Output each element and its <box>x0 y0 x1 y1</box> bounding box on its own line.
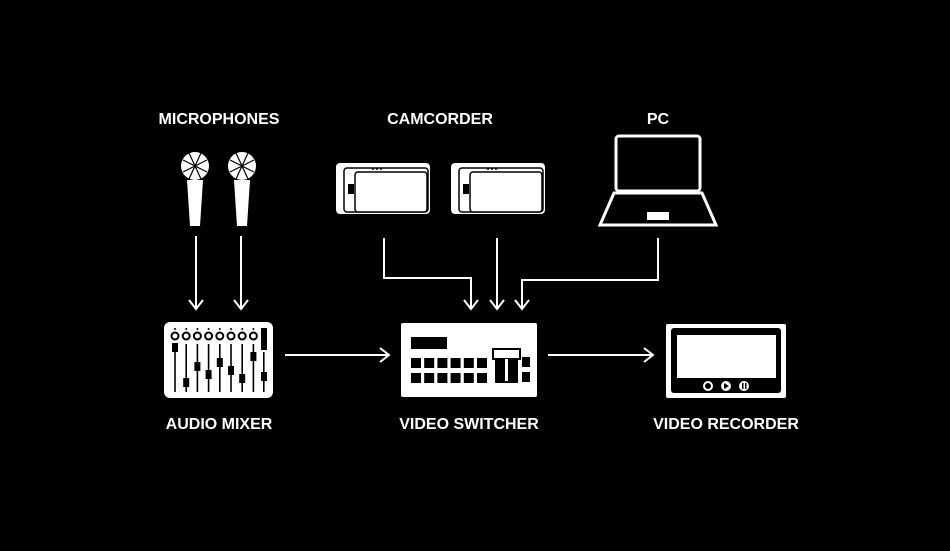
video-switcher-label: VIDEO SWITCHER <box>399 416 539 433</box>
microphone-icon <box>181 152 209 226</box>
camcorder-icon <box>451 163 545 214</box>
audio-mixer-icon <box>164 322 273 398</box>
connector-lines <box>188 236 659 363</box>
microphones-label: MICROPHONES <box>159 111 280 128</box>
pc-label: PC <box>647 111 670 128</box>
microphone-icon <box>228 152 256 226</box>
camcorder-icon <box>336 163 430 214</box>
laptop-icon <box>597 134 719 227</box>
video-recorder-label: VIDEO RECORDER <box>653 416 799 433</box>
audio-mixer-label: AUDIO MIXER <box>166 416 273 433</box>
video-switcher-icon <box>401 323 537 397</box>
camcorder-label: CAMCORDER <box>387 111 493 128</box>
video-recorder-icon <box>666 324 786 398</box>
